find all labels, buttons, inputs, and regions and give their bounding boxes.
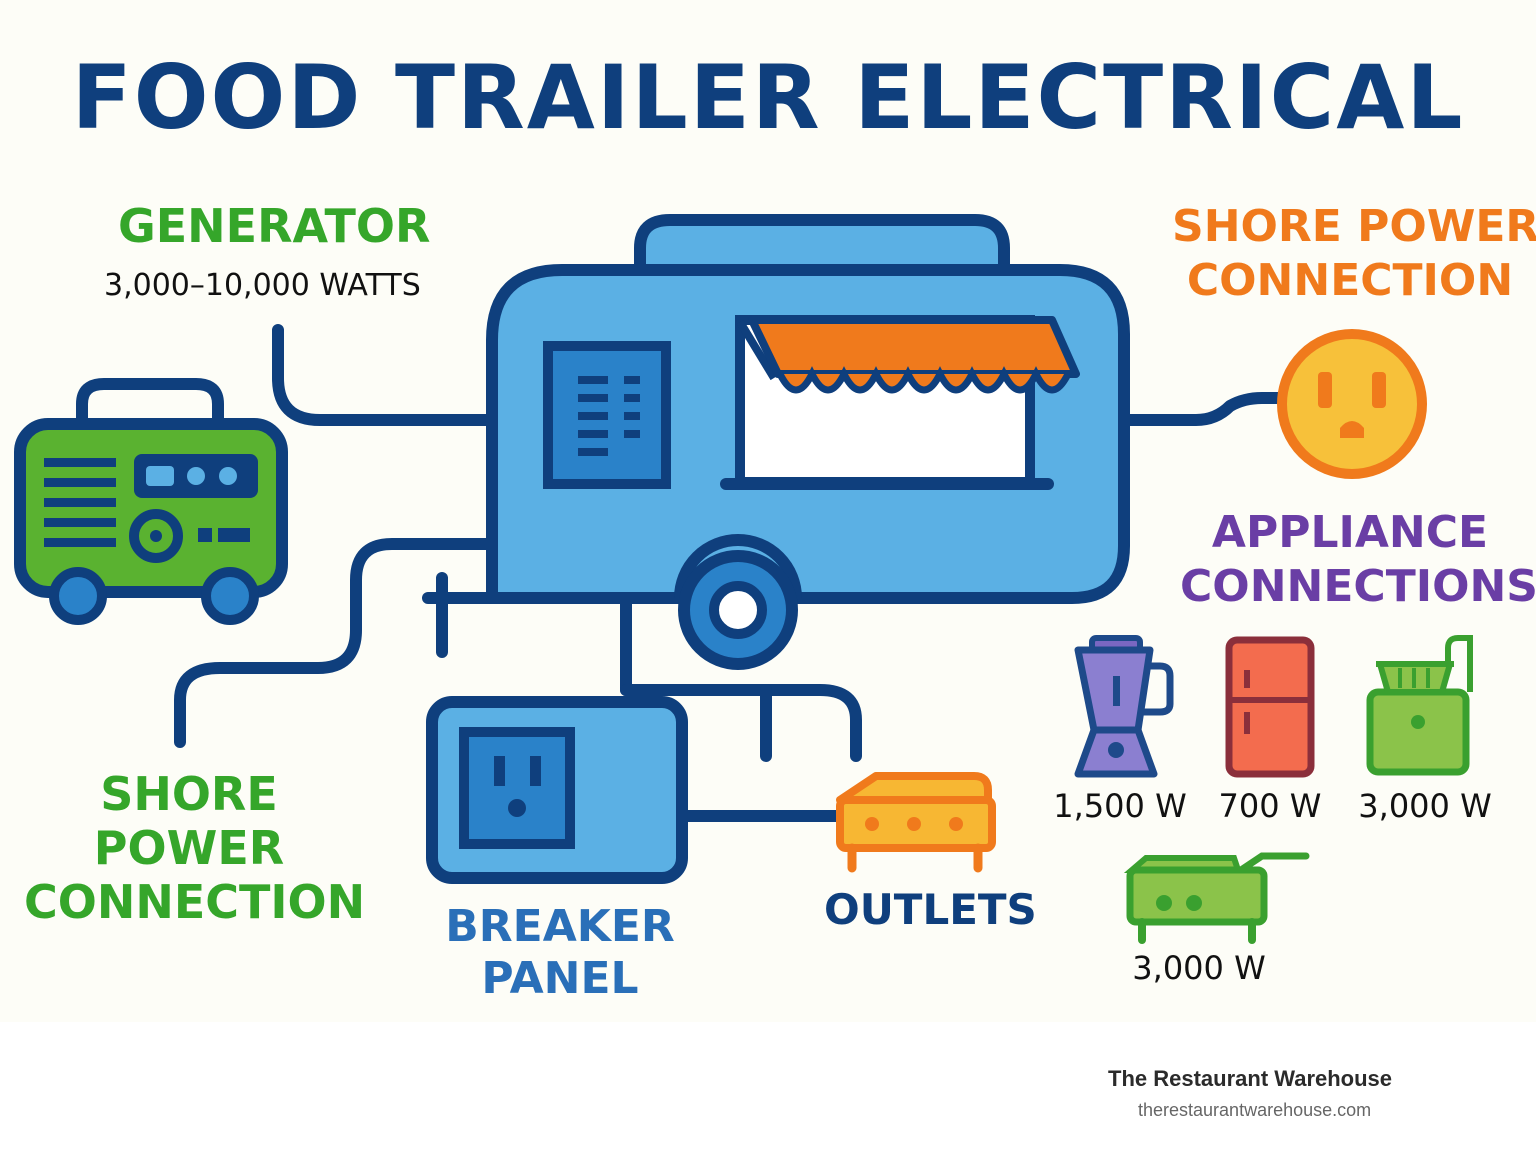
griddle-icon xyxy=(1123,852,1310,944)
footer-url: therestaurantwarehouse.com xyxy=(1138,1100,1372,1120)
appliance-label-line1: APPLIANCE xyxy=(1211,507,1489,558)
outlets-icon xyxy=(836,772,996,873)
shore-power-top-label-line2: CONNECTION xyxy=(1186,255,1514,306)
footer: The Restaurant Warehouse therestaurantwa… xyxy=(0,1022,1536,1154)
shore-power-left-label-line2: POWER xyxy=(93,821,285,875)
blender-icon xyxy=(1074,635,1174,778)
breaker-panel-label-line1: BREAKER xyxy=(445,901,675,952)
refrigerator-icon xyxy=(1225,636,1315,778)
breaker-panel-label-line2: PANEL xyxy=(481,953,639,1004)
generator-icon xyxy=(14,378,288,625)
shore-power-top-label-line1: SHORE POWER xyxy=(1172,201,1536,252)
fryer-watts: 3,000 W xyxy=(1358,787,1492,825)
outlet-icon xyxy=(1277,329,1427,479)
shore-power-left-label-line1: SHORE xyxy=(100,767,278,821)
griddle-watts: 3,000 W xyxy=(1132,949,1266,987)
generator-watts-label: 3,000–10,000 WATTS xyxy=(104,268,421,303)
footer-brand: The Restaurant Warehouse xyxy=(1108,1066,1393,1091)
page-title: FOOD TRAILER ELECTRICAL xyxy=(71,46,1465,149)
food-trailer-icon xyxy=(486,214,1130,670)
generator-label: GENERATOR xyxy=(118,199,431,253)
refrigerator-watts: 700 W xyxy=(1218,787,1322,825)
blender-watts: 1,500 W xyxy=(1053,787,1187,825)
breaker-panel-icon xyxy=(426,696,688,884)
appliance-label-line2: CONNECTIONS xyxy=(1180,561,1536,612)
fryer-icon xyxy=(1366,635,1473,776)
shore-power-left-label-line3: CONNECTION xyxy=(24,875,366,929)
outlets-label: OUTLETS xyxy=(824,885,1037,934)
